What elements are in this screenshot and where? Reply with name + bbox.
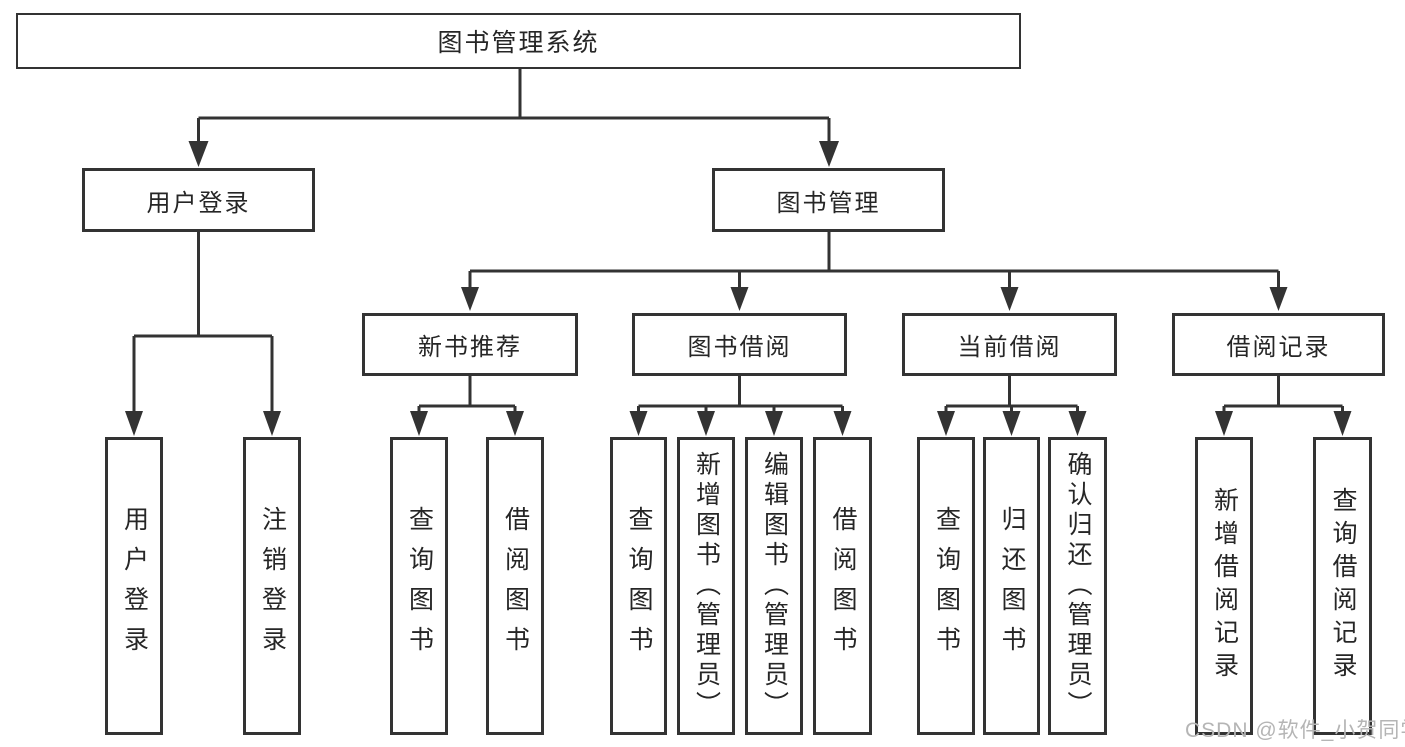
leaf-add-borrow-record: 新增借阅记录 xyxy=(1195,437,1253,735)
leaf-query-books-current: 查询图书 xyxy=(917,437,975,735)
leaf-borrow-books: 借阅图书 xyxy=(813,437,872,735)
leaf-label: 新增图书（管理员） xyxy=(692,451,721,721)
leaf-user-login: 用户登录 xyxy=(105,437,163,735)
node-library-system: 图书管理系统 xyxy=(16,13,1021,69)
leaf-edit-book-admin: 编辑图书（管理员） xyxy=(745,437,803,735)
watermark: CSDN @软件_小贺同学 xyxy=(1185,719,1405,742)
leaf-label: 归还图书 xyxy=(998,506,1026,666)
leaf-label: 编辑图书（管理员） xyxy=(760,451,789,721)
node-book-management: 图书管理 xyxy=(712,168,945,232)
node-current-borrow: 当前借阅 xyxy=(902,313,1117,376)
leaf-label: 查询图书 xyxy=(625,506,653,666)
leaf-label: 用户登录 xyxy=(120,506,149,666)
leaf-query-books-recommend: 查询图书 xyxy=(390,437,448,735)
node-user-login: 用户登录 xyxy=(82,168,315,232)
node-book-borrow: 图书借阅 xyxy=(632,313,847,376)
leaf-label: 新增借阅记录 xyxy=(1210,487,1239,685)
leaf-label: 查询借阅记录 xyxy=(1329,487,1357,685)
leaf-query-borrow-record: 查询借阅记录 xyxy=(1313,437,1372,735)
leaf-label: 注销登录 xyxy=(258,506,287,666)
leaf-label: 查询图书 xyxy=(932,506,961,666)
leaf-confirm-return-admin: 确认归还（管理员） xyxy=(1048,437,1107,735)
leaf-label: 查询图书 xyxy=(405,506,434,666)
leaf-add-book-admin: 新增图书（管理员） xyxy=(677,437,735,735)
leaf-borrow-books-recommend: 借阅图书 xyxy=(486,437,544,735)
leaf-return-book: 归还图书 xyxy=(983,437,1040,735)
leaf-label: 借阅图书 xyxy=(829,506,857,666)
leaf-label: 确认归还（管理员） xyxy=(1064,451,1092,721)
node-new-book-recommend: 新书推荐 xyxy=(362,313,578,376)
leaf-label: 借阅图书 xyxy=(501,506,530,666)
leaf-query-books-borrow: 查询图书 xyxy=(610,437,667,735)
node-borrow-records: 借阅记录 xyxy=(1172,313,1385,376)
leaf-logout: 注销登录 xyxy=(243,437,301,735)
